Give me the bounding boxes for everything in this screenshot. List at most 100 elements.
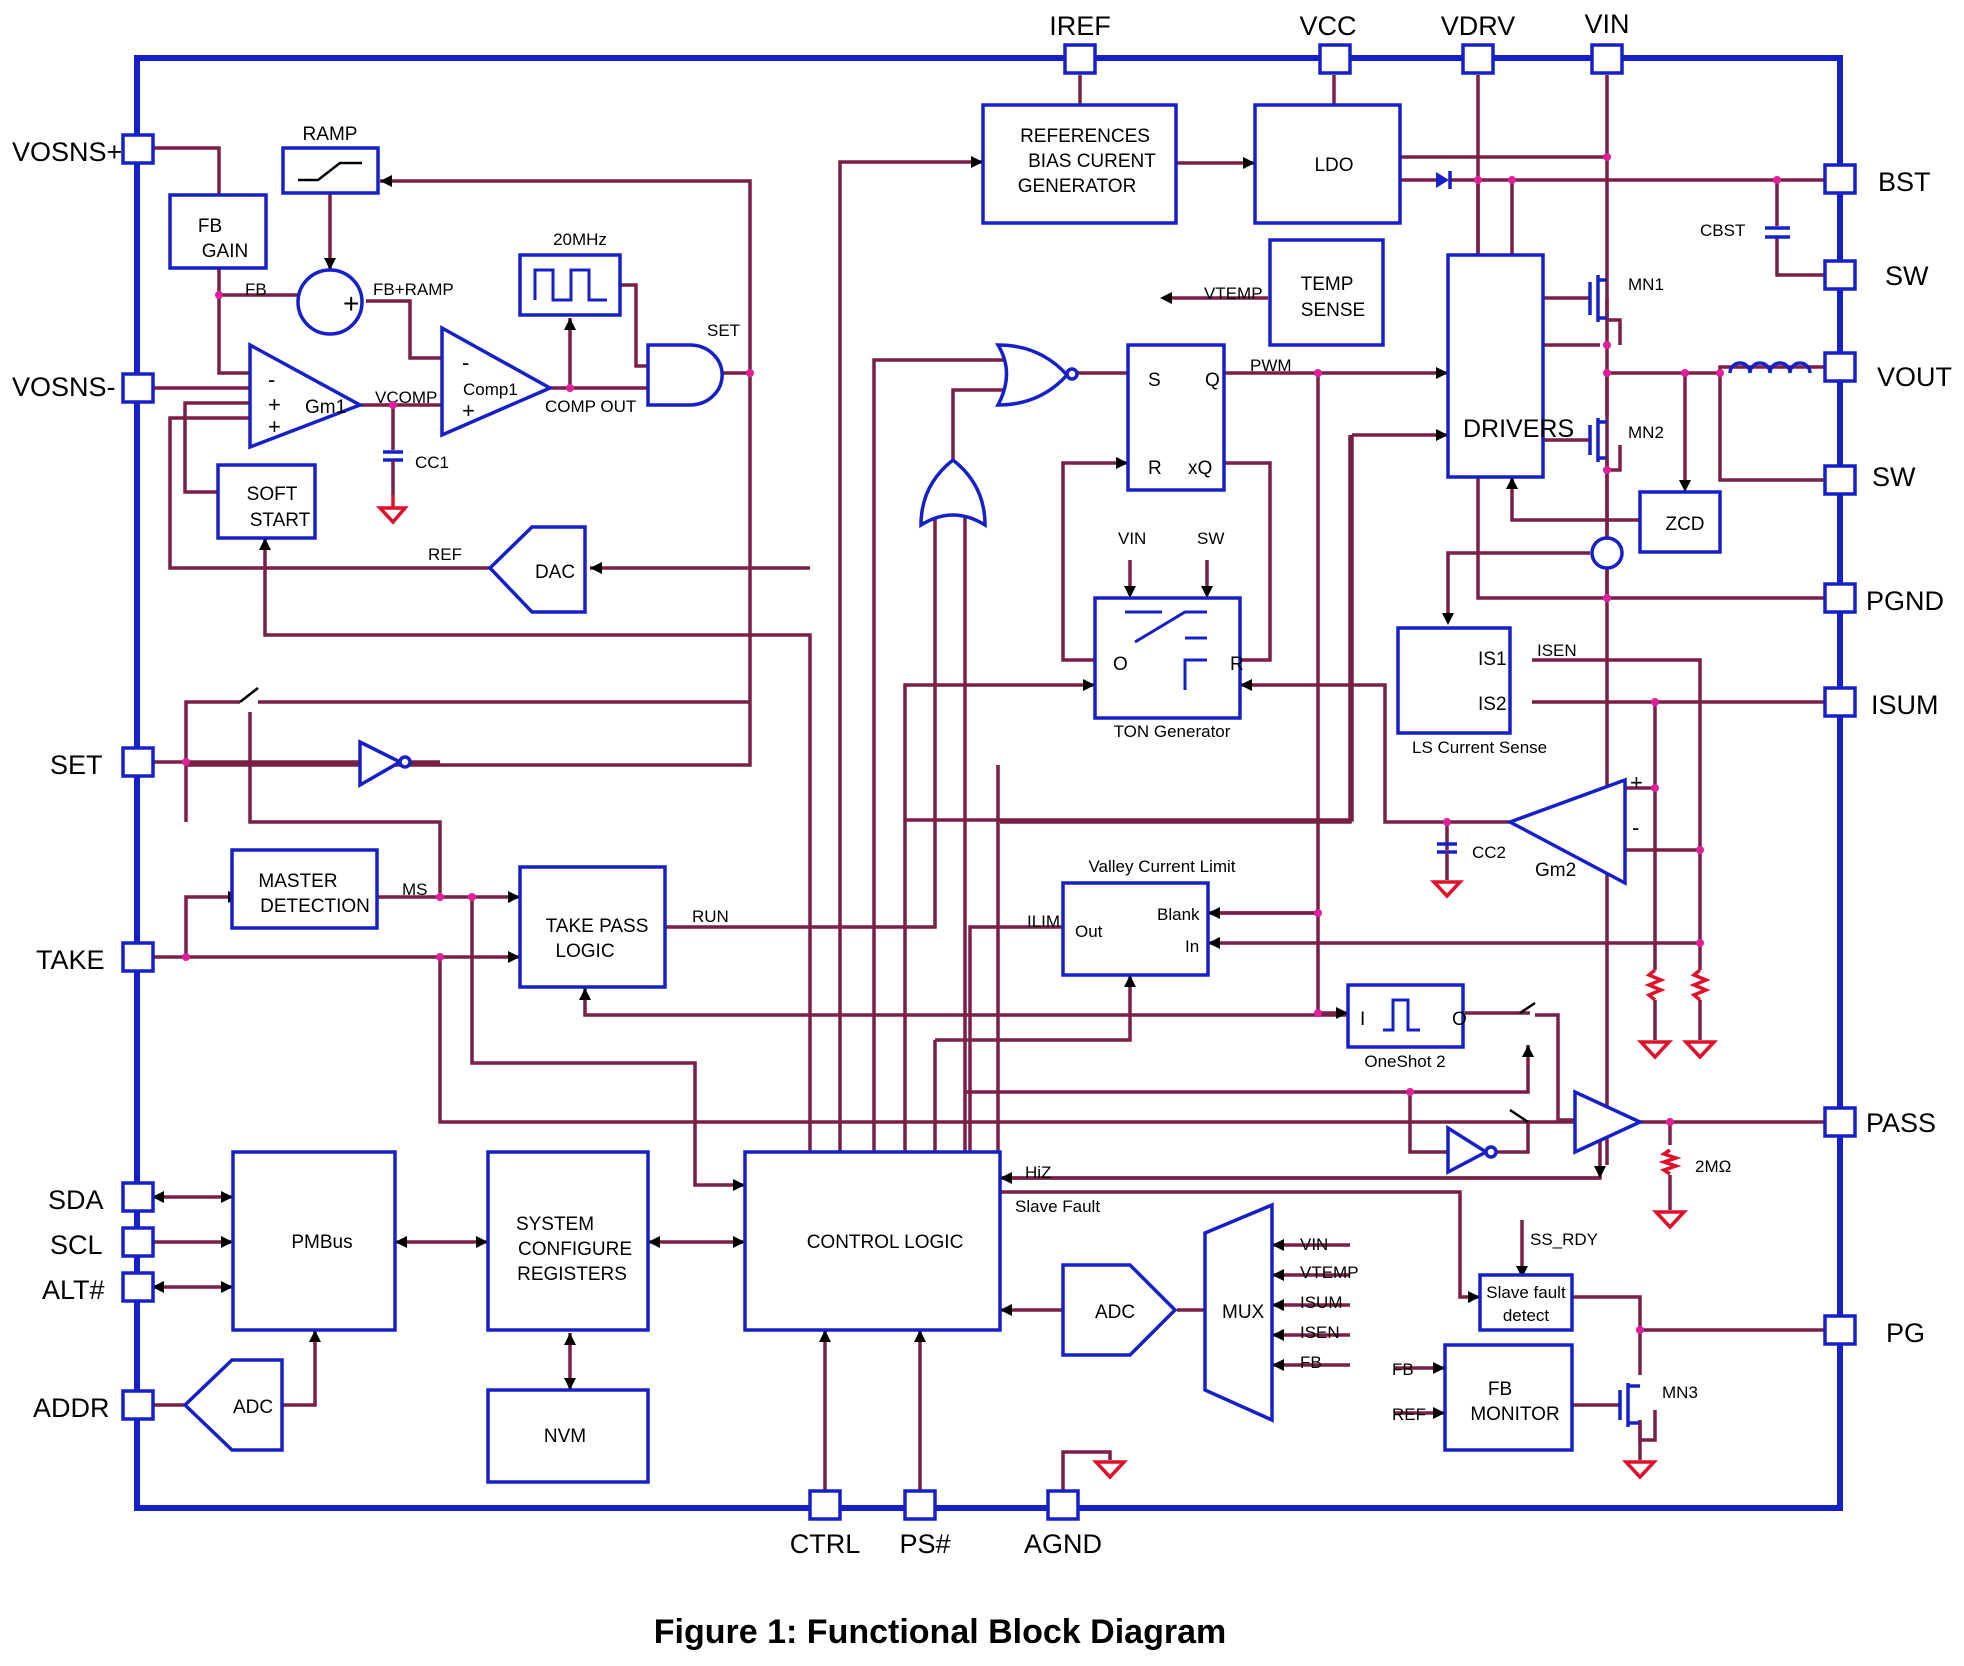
pin-sw-bottom: SW [1872, 462, 1916, 492]
svg-text:O: O [1113, 654, 1128, 675]
agnd-ground [1091, 1460, 1129, 1480]
output-inductor [1728, 361, 1812, 374]
ilim-label: ILIM [1027, 912, 1060, 931]
fb-ramp-label: FB+RAMP [373, 280, 454, 299]
svg-text:GAIN: GAIN [202, 241, 248, 262]
svg-text:detect: detect [1503, 1306, 1550, 1325]
svg-text:IS2: IS2 [1478, 694, 1507, 715]
ls-current-sense: IS1 IS2 LS Current Sense [1396, 626, 1547, 757]
run-label: RUN [692, 907, 729, 926]
svg-text:Gm2: Gm2 [1535, 860, 1576, 881]
valley-current-limit-block: Out Blank In Valley Current Limit [1061, 857, 1236, 977]
pin-vcc: VCC [1299, 11, 1356, 41]
svg-text:Valley Current Limit: Valley Current Limit [1088, 857, 1235, 876]
svg-text:NVM: NVM [544, 1426, 586, 1447]
svg-text:+: + [1630, 770, 1643, 795]
pin-sw-top: SW [1885, 261, 1929, 291]
pass-switch-1 [1519, 1001, 1536, 1015]
pass-switch-2 [1509, 1108, 1529, 1124]
svg-text:xQ: xQ [1188, 458, 1212, 479]
ton-generator: O R TON Generator [1093, 596, 1244, 741]
svg-text:REFERENCES: REFERENCES [1020, 126, 1150, 147]
gm2-amplifier: + - Gm2 [1505, 770, 1643, 886]
ton-vin-label: VIN [1118, 529, 1146, 548]
mux-vtemp-label: VTEMP [1300, 1263, 1359, 1282]
fbm-fb-label: FB [1392, 1360, 1414, 1379]
svg-text:DRIVERS: DRIVERS [1463, 415, 1574, 443]
hiz-label: HiZ [1025, 1163, 1051, 1182]
mn1-transistor: MN1 [1588, 275, 1664, 322]
chip-outline [134, 55, 1843, 1511]
pin-pg: PG [1886, 1318, 1925, 1348]
svg-text:+: + [268, 414, 281, 439]
references-block: REFERENCES BIAS CURENT GENERATOR [981, 103, 1178, 225]
svg-text:SENSE: SENSE [1301, 300, 1365, 321]
pin-addr: ADDR [33, 1393, 110, 1423]
bst-diode [1436, 171, 1452, 189]
pin-sda: SDA [48, 1185, 104, 1215]
svg-text:PMBus: PMBus [291, 1232, 352, 1253]
ss-rdy-label: SS_RDY [1530, 1230, 1598, 1249]
svg-text:CC2: CC2 [1472, 843, 1506, 862]
svg-text:MASTER: MASTER [258, 871, 337, 892]
drivers-block: DRIVERS [1446, 253, 1574, 479]
mux-fb-label: FB [1300, 1353, 1322, 1372]
pin-scl: SCL [50, 1230, 103, 1260]
sr-latch: S Q R xQ [1126, 343, 1226, 492]
svg-text:TEMP: TEMP [1301, 274, 1354, 295]
pin-ps: PS# [899, 1529, 950, 1559]
svg-text:MN2: MN2 [1628, 423, 1664, 442]
cbst-capacitor: CBST [1700, 221, 1790, 240]
pin-squares [121, 43, 1857, 1521]
zcd-block: ZCD [1638, 490, 1722, 554]
svg-text:DETECTION: DETECTION [260, 896, 370, 917]
svg-text:TON Generator: TON Generator [1114, 722, 1231, 741]
set-signal-label: SET [707, 321, 740, 340]
svg-text:-: - [462, 350, 469, 375]
ton-sw-label: SW [1197, 529, 1224, 548]
pin-take: TAKE [36, 945, 105, 975]
mux-isen-label: ISEN [1300, 1323, 1340, 1342]
pin-pgnd: PGND [1866, 586, 1944, 616]
svg-text:FB: FB [1488, 1379, 1512, 1400]
pwm-label: PWM [1250, 356, 1292, 375]
oscillator-block: 20MHz [518, 230, 622, 317]
svg-text:-: - [1632, 815, 1639, 840]
svg-text:In: In [1185, 937, 1199, 956]
fb-gain-block: FB GAIN [168, 193, 268, 270]
svg-text:Q: Q [1205, 370, 1220, 391]
adc-addr-block: ADC [182, 1358, 284, 1452]
svg-text:ZCD: ZCD [1665, 514, 1704, 535]
pin-set: SET [50, 750, 103, 780]
nor-gate [994, 343, 1079, 407]
ref-label: REF [428, 545, 462, 564]
pin-vosns-minus: VOSNS- [12, 372, 116, 402]
svg-text:R: R [1148, 458, 1162, 479]
slave-fault-signal-label: Slave Fault [1015, 1197, 1100, 1216]
nvm-block: NVM [486, 1388, 650, 1484]
fbm-ref-label: REF [1392, 1405, 1426, 1424]
svg-text:LOGIC: LOGIC [555, 941, 614, 962]
svg-text:TAKE PASS: TAKE PASS [546, 916, 649, 937]
master-detection-block: MASTER DETECTION [230, 848, 379, 930]
soft-start-block: SOFT START [216, 463, 317, 540]
svg-text:2MΩ: 2MΩ [1695, 1157, 1731, 1176]
current-sensor [1590, 536, 1624, 570]
gm1-amplifier: - + + Gm1 [248, 342, 365, 450]
or-gate [919, 457, 987, 529]
pin-bst: BST [1878, 167, 1931, 197]
svg-text:MN3: MN3 [1662, 1383, 1698, 1402]
svg-text:Slave fault: Slave fault [1486, 1283, 1566, 1302]
osc-label: 20MHz [553, 230, 607, 249]
svg-text:GENERATOR: GENERATOR [1018, 176, 1137, 197]
svg-text:BIAS CURENT: BIAS CURENT [1028, 151, 1156, 172]
svg-text:START: START [250, 510, 311, 531]
ramp-label: RAMP [303, 124, 358, 145]
mux-block: MUX [1203, 1202, 1274, 1423]
svg-text:DAC: DAC [535, 562, 575, 583]
dac-block: DAC [487, 525, 587, 614]
svg-text:Out: Out [1075, 922, 1103, 941]
pin-pass: PASS [1866, 1108, 1936, 1138]
svg-text:+: + [343, 288, 359, 319]
